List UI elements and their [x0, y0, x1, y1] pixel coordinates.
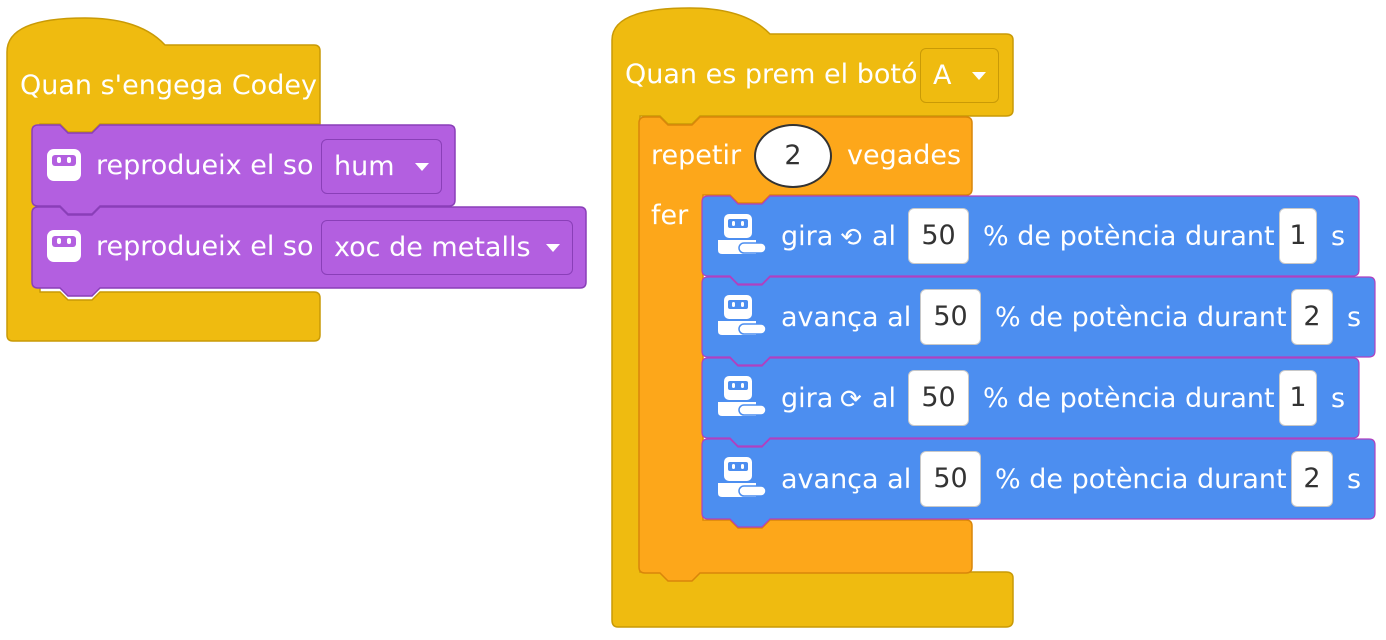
- repeat-block[interactable]: [638, 116, 973, 582]
- button-value: A: [933, 59, 952, 91]
- codey-rocky-icon: [718, 457, 767, 497]
- seconds-label: s: [1331, 383, 1346, 414]
- repeat-label: repetir: [651, 140, 742, 171]
- seconds-label: s: [1331, 221, 1346, 252]
- chevron-down-icon: [415, 162, 429, 171]
- repeat-count-input[interactable]: 2: [754, 124, 832, 188]
- sound-value: hum: [334, 150, 395, 182]
- duration-input[interactable]: 2: [1291, 451, 1333, 507]
- forward-label: avança al: [781, 302, 912, 333]
- motion-block-2-shape[interactable]: [701, 276, 1376, 366]
- power-input[interactable]: 50: [908, 208, 969, 264]
- rotate-left-icon: ⟲: [840, 222, 862, 252]
- codey-rocky-icon: [718, 214, 767, 254]
- power-input[interactable]: 50: [920, 289, 981, 345]
- power-duration-label: % de potència durant: [983, 383, 1275, 414]
- turn-label: gira: [781, 221, 834, 252]
- at-label: al: [872, 221, 897, 252]
- do-label: fer: [651, 200, 689, 231]
- power-duration-label: % de potència durant: [995, 464, 1287, 495]
- rotate-right-icon: ⟳: [840, 384, 862, 414]
- duration-input[interactable]: 2: [1291, 289, 1333, 345]
- chevron-down-icon: [546, 243, 560, 252]
- sound-dropdown-hum[interactable]: hum: [321, 139, 442, 194]
- seconds-label: s: [1347, 302, 1362, 333]
- power-input[interactable]: 50: [920, 451, 981, 507]
- times-label: vegades: [847, 140, 962, 171]
- hat-label-button: Quan es prem el botó: [625, 59, 918, 90]
- power-input[interactable]: 50: [908, 370, 969, 426]
- seconds-label: s: [1347, 464, 1362, 495]
- motion-block-1-shape[interactable]: [701, 195, 1360, 285]
- sound-dropdown-metal[interactable]: xoc de metalls: [321, 220, 573, 275]
- hat-label-start: Quan s'engega Codey: [20, 70, 317, 101]
- play-sound-label: reprodueix el so: [96, 231, 314, 262]
- chevron-down-icon: [972, 71, 986, 80]
- codey-face-icon: [47, 230, 81, 262]
- power-duration-label: % de potència durant: [983, 221, 1275, 252]
- codey-rocky-icon: [718, 376, 767, 416]
- turn-label: gira: [781, 383, 834, 414]
- power-duration-label: % de potència durant: [995, 302, 1287, 333]
- button-dropdown[interactable]: A: [920, 48, 999, 103]
- forward-label: avança al: [781, 464, 912, 495]
- at-label: al: [872, 383, 897, 414]
- duration-input[interactable]: 1: [1279, 370, 1317, 426]
- duration-input[interactable]: 1: [1279, 208, 1317, 264]
- play-sound-label: reprodueix el so: [96, 150, 314, 181]
- codey-face-icon: [47, 149, 81, 181]
- motion-block-3-shape[interactable]: [701, 357, 1360, 447]
- motion-block-4-shape[interactable]: [701, 438, 1376, 528]
- sound-value: xoc de metalls: [334, 231, 531, 263]
- codey-rocky-icon: [718, 295, 767, 335]
